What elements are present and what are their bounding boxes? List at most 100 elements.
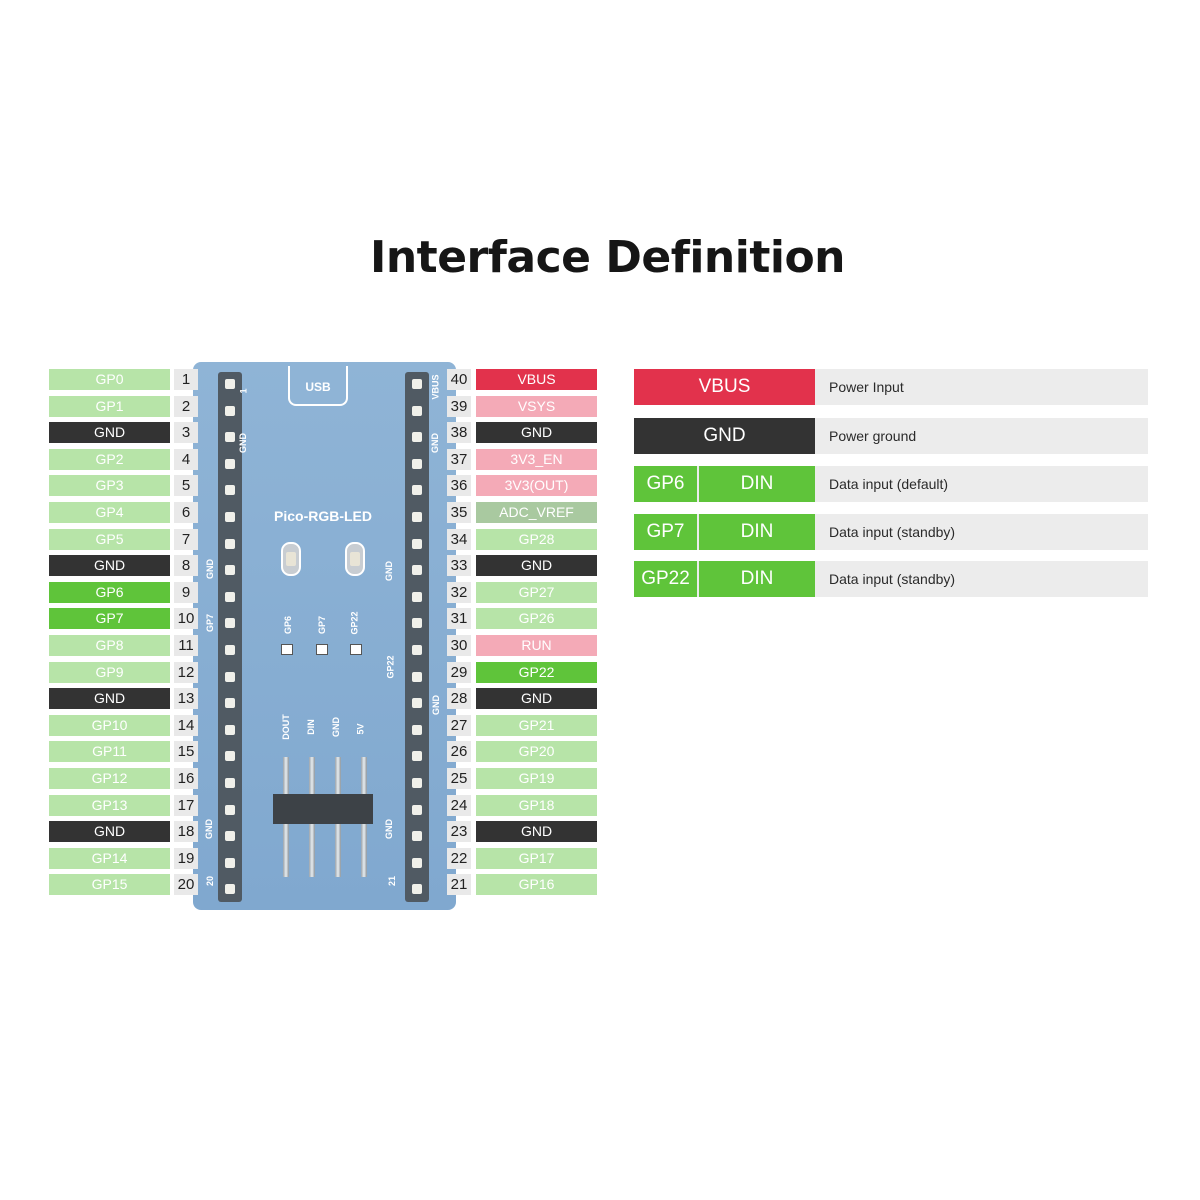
header-pad: [225, 618, 235, 629]
right-pin-label-40: VBUS: [476, 369, 597, 390]
header-pad: [412, 618, 422, 629]
left-pin-number-1: 1: [174, 369, 198, 390]
header-pad: [412, 405, 422, 416]
header-pad: [225, 432, 235, 443]
right-pin-label-22: GP17: [476, 847, 597, 869]
silk-gp7: GP7: [205, 613, 216, 633]
header-pad: [225, 671, 235, 682]
left-pin-label-7: GP5: [49, 528, 170, 550]
header-pad: [225, 645, 235, 655]
right-pin-number-23: 23: [447, 821, 471, 843]
header-pad: [225, 538, 235, 549]
silk-gnd-8: GND: [205, 559, 215, 579]
left-pin-number-6: 6: [174, 502, 198, 523]
left-pin-number-3: 3: [174, 422, 198, 444]
silk-gnd-23: GND: [384, 819, 394, 839]
header-pad: [412, 565, 422, 576]
legend-pin-name: GP6: [634, 466, 697, 502]
right-pin-label-27: GP21: [476, 714, 597, 736]
left-pin-label-9: GP6: [49, 581, 170, 603]
right-pin-number-33: 33: [447, 555, 471, 577]
left-pin-label-6: GP4: [49, 502, 170, 523]
left-pin-label-14: GP10: [49, 714, 170, 736]
header-pad: [225, 698, 235, 709]
right-pin-label-37: 3V3_EN: [476, 448, 597, 470]
left-pin-label-16: GP12: [49, 768, 170, 789]
silk-gp7-jumper: GP7: [317, 615, 328, 635]
left-pin-number-2: 2: [174, 395, 198, 417]
left-pin-number-18: 18: [174, 821, 198, 843]
header-pad: [412, 538, 422, 549]
board-name: Pico-RGB-LED: [274, 508, 372, 524]
legend-pin-function: DIN: [699, 561, 815, 597]
silk-gnd-28: GND: [431, 695, 441, 715]
left-pin-number-19: 19: [174, 847, 198, 869]
right-pin-label-26: GP20: [476, 741, 597, 763]
right-pin-label-35: ADC_VREF: [476, 502, 597, 523]
right-pin-number-39: 39: [447, 395, 471, 417]
left-pin-label-4: GP2: [49, 448, 170, 470]
left-pin-label-19: GP14: [49, 847, 170, 869]
right-pin-number-22: 22: [447, 847, 471, 869]
legend-description: Power ground: [829, 428, 917, 444]
header-pad: [412, 512, 422, 522]
silk-gnd-3: GND: [238, 433, 248, 453]
right-pin-number-35: 35: [447, 502, 471, 523]
right-pin-label-34: GP28: [476, 528, 597, 550]
legend-description: Data input (default): [829, 476, 949, 492]
right-pin-label-25: GP19: [476, 768, 597, 789]
right-pin-number-28: 28: [447, 688, 471, 710]
header-pad: [412, 831, 422, 842]
legend-pin-name: VBUS: [634, 369, 815, 405]
legend-pin-name: GP22: [634, 561, 697, 597]
right-pin-label-23: GND: [476, 821, 597, 843]
left-pin-label-15: GP11: [49, 741, 170, 763]
header-pad: [412, 591, 422, 602]
usb-label: USB: [305, 380, 331, 394]
left-pin-number-16: 16: [174, 768, 198, 789]
left-pin-label-12: GP9: [49, 661, 170, 683]
left-pin-number-9: 9: [174, 581, 198, 603]
left-pin-number-4: 4: [174, 448, 198, 470]
header-pad: [412, 458, 422, 469]
jumper-gp22: [350, 644, 362, 655]
left-pin-number-11: 11: [174, 635, 198, 656]
right-pin-number-30: 30: [447, 635, 471, 656]
silk-pin-21: 21: [387, 875, 398, 887]
silk-pin-1: 1: [238, 388, 249, 394]
header-pad: [225, 884, 235, 895]
silk-gnd-38: GND: [430, 433, 440, 453]
left-pin-number-5: 5: [174, 475, 198, 497]
right-pin-label-32: GP27: [476, 581, 597, 603]
header-pad: [412, 485, 422, 496]
left-pin-label-17: GP13: [49, 794, 170, 816]
silk-gp6-jumper: GP6: [283, 615, 294, 635]
left-pin-label-10: GP7: [49, 608, 170, 630]
header-pad: [225, 778, 235, 788]
right-pin-label-29: GP22: [476, 661, 597, 683]
legend-description: Power Input: [829, 379, 904, 395]
right-pin-number-38: 38: [447, 422, 471, 444]
right-pin-number-29: 29: [447, 661, 471, 683]
header-pad: [412, 379, 422, 389]
right-pin-number-25: 25: [447, 768, 471, 789]
header-pad: [225, 485, 235, 496]
header-pad: [412, 884, 422, 895]
header-pad: [412, 804, 422, 815]
header-pad: [225, 751, 235, 762]
right-pin-number-32: 32: [447, 581, 471, 603]
legend-row: VBUS Power Input: [634, 369, 1148, 405]
right-pin-label-28: GND: [476, 688, 597, 710]
left-pin-number-7: 7: [174, 528, 198, 550]
rgb-led-2: [345, 542, 365, 576]
left-pin-number-12: 12: [174, 661, 198, 683]
right-pin-label-36: 3V3(OUT): [476, 475, 597, 497]
silk-vbus: VBUS: [430, 374, 441, 400]
left-pin-number-13: 13: [174, 688, 198, 710]
right-pin-number-34: 34: [447, 528, 471, 550]
left-pin-label-1: GP0: [49, 369, 170, 390]
silk-gnd-18: GND: [204, 819, 214, 839]
right-pin-label-30: RUN: [476, 635, 597, 656]
silk-dout: DOUT: [280, 714, 291, 740]
